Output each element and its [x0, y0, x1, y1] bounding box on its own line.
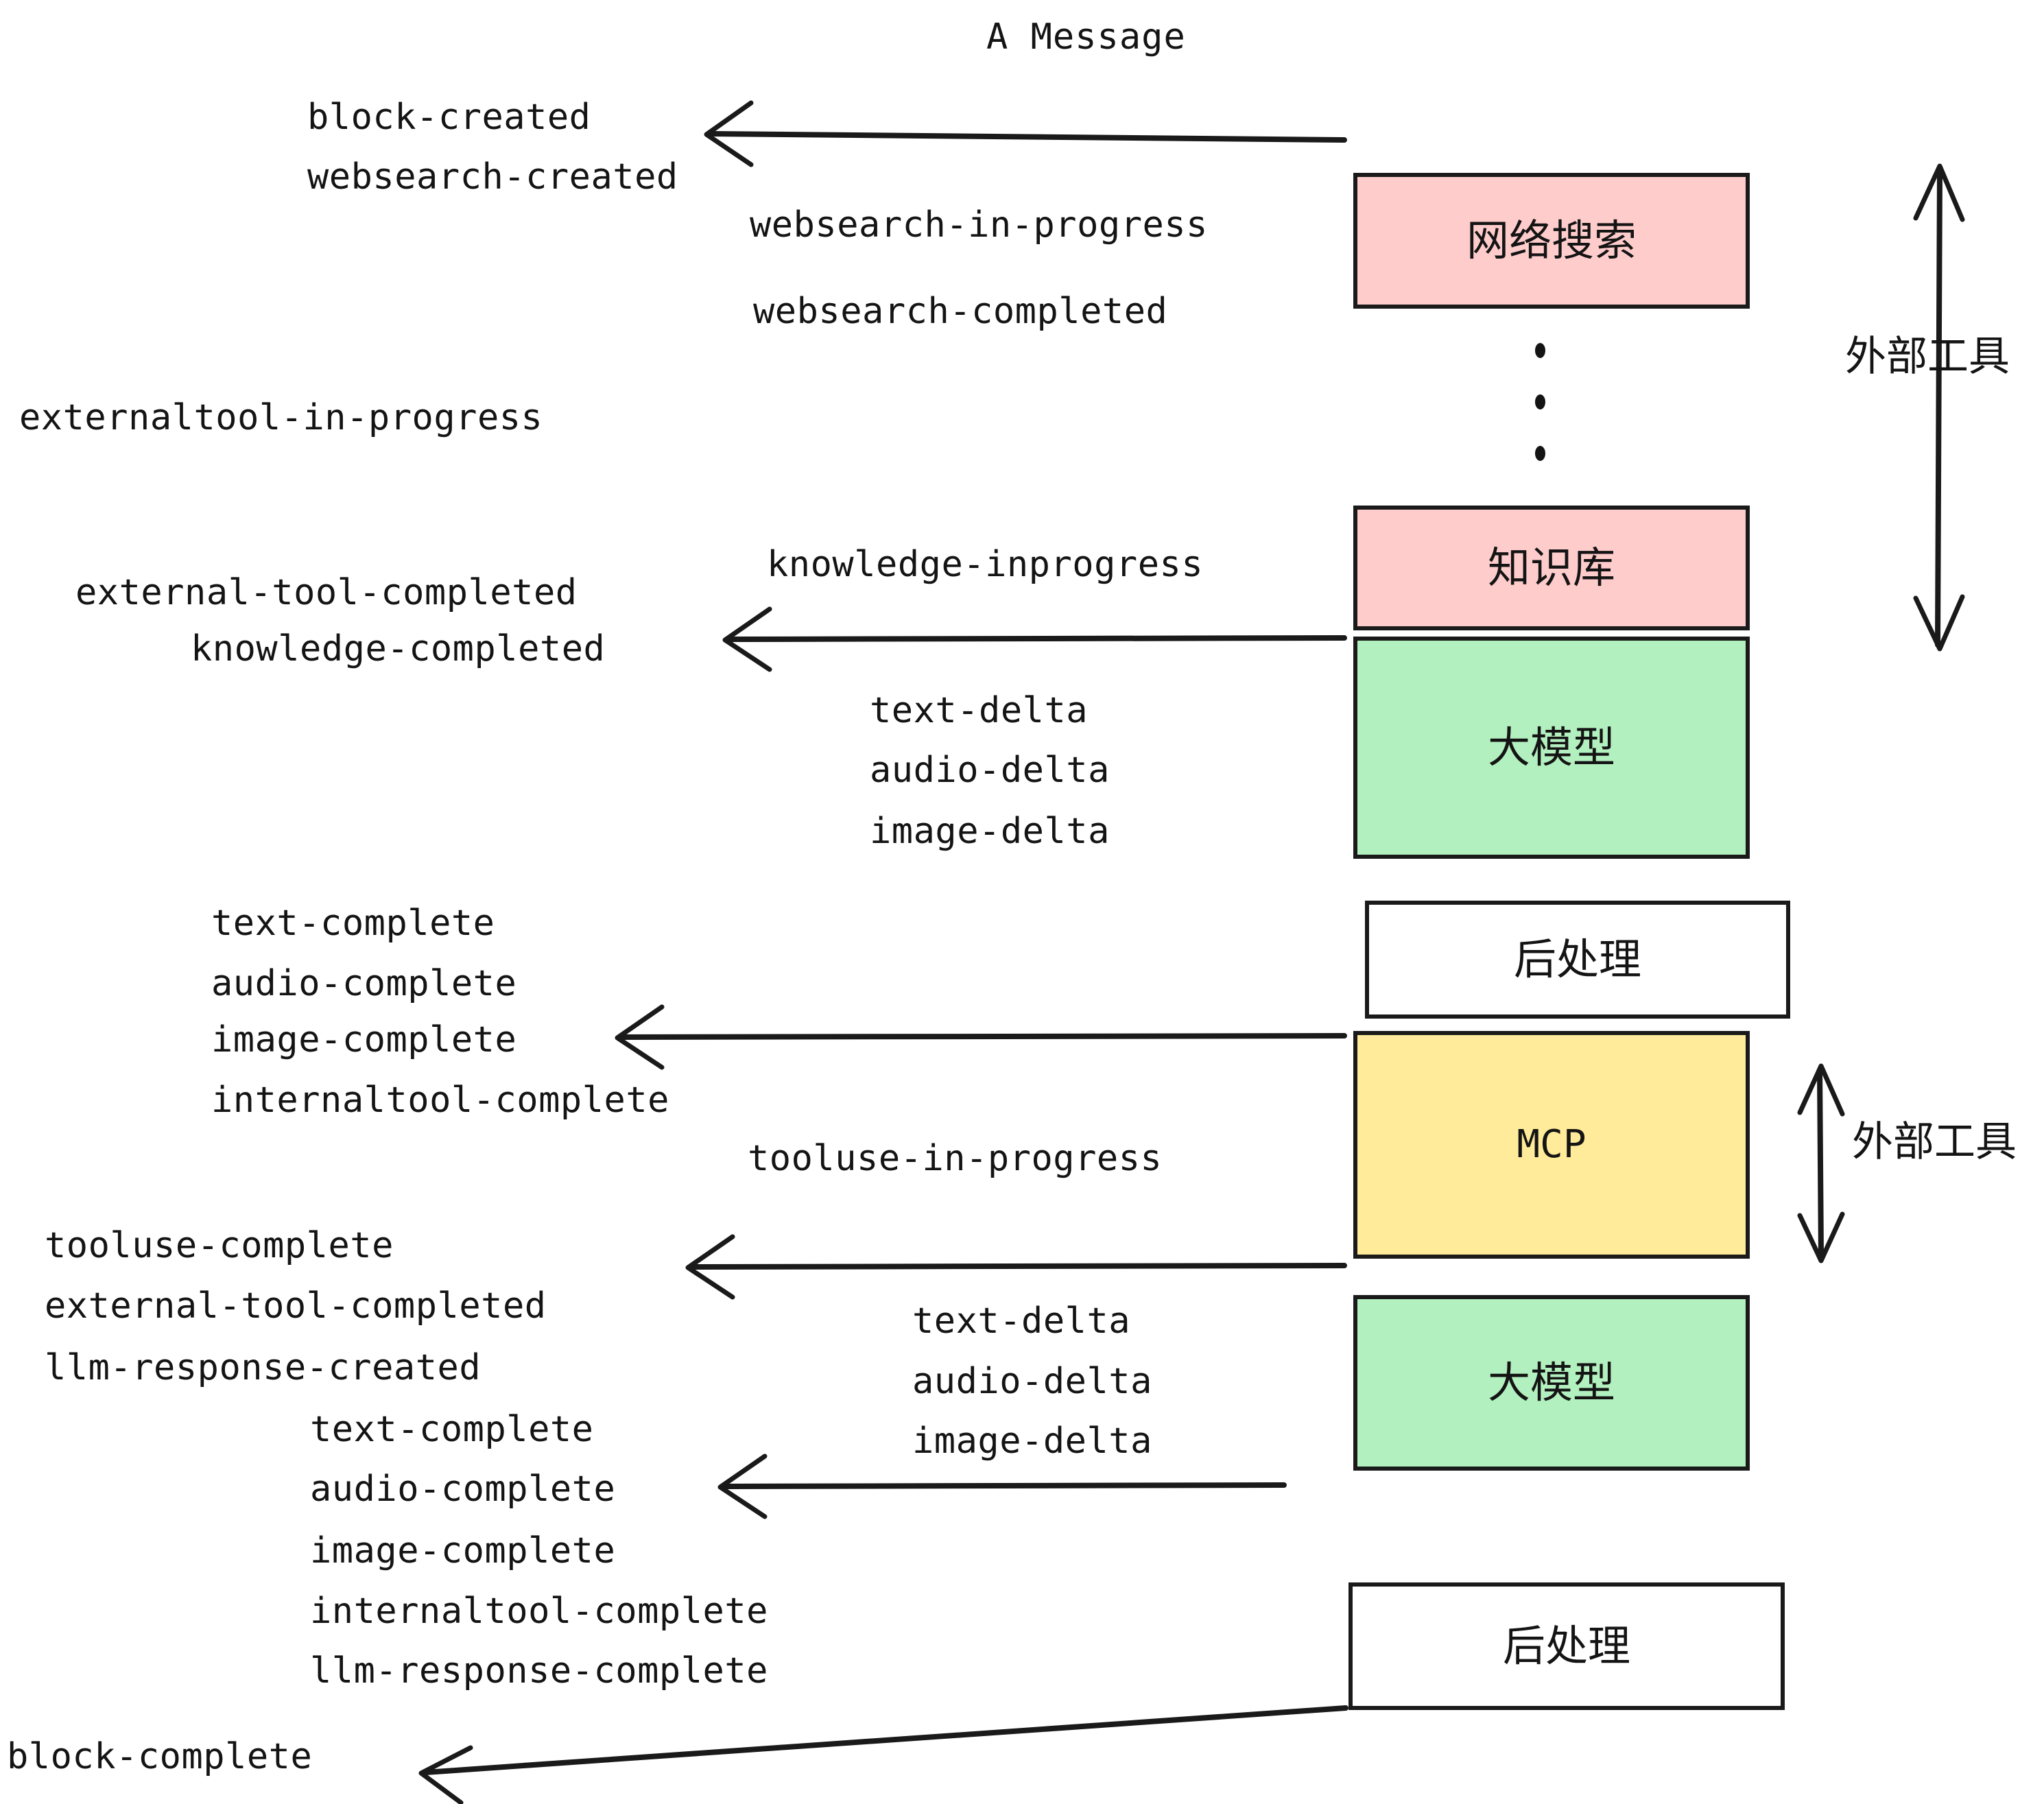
event-knowledge-completed: knowledge-completed — [191, 628, 606, 669]
event-external-tool-completed-1: external-tool-completed — [75, 572, 578, 613]
ellipsis-dot — [1534, 394, 1545, 410]
box-postprocess-top-label: 后处理 — [1513, 934, 1641, 984]
event-tooluse-in-progress: tooluse-in-progress — [748, 1138, 1163, 1179]
event-text-delta-2: text-delta — [912, 1301, 1131, 1342]
box-knowledge[interactable]: 知识库 — [1353, 506, 1750, 630]
event-audio-complete-1: audio-complete — [211, 963, 517, 1004]
event-block-created: block-created — [307, 97, 591, 138]
event-knowledge-inprogress: knowledge-inprogress — [767, 544, 1204, 585]
event-websearch-in-progress: websearch-in-progress — [750, 204, 1208, 246]
box-mcp[interactable]: MCP — [1353, 1031, 1750, 1259]
box-postprocess-bottom-label: 后处理 — [1502, 1621, 1630, 1671]
event-websearch-completed: websearch-completed — [753, 291, 1168, 332]
event-audio-complete-2: audio-complete — [310, 1469, 616, 1510]
event-text-complete-2: text-complete — [310, 1409, 594, 1450]
event-text-complete-1: text-complete — [211, 903, 495, 944]
event-internaltool-complete-2: internaltool-complete — [310, 1591, 768, 1632]
ellipsis-dot — [1534, 343, 1545, 358]
ellipsis-dot — [1534, 446, 1545, 461]
vertical-ellipsis — [1533, 343, 1547, 461]
event-audio-delta-2: audio-delta — [912, 1361, 1152, 1402]
diagram-title: A Message — [986, 16, 1186, 58]
label-external-tool-bottom: 外部工具 — [1852, 1118, 2017, 1166]
event-block-complete: block-complete — [7, 1736, 313, 1777]
event-llm-response-created: llm-response-created — [45, 1347, 482, 1388]
event-image-complete-1: image-complete — [211, 1019, 517, 1060]
event-externaltool-in-progress: externaltool-in-progress — [19, 397, 543, 438]
box-llm-top[interactable]: 大模型 — [1353, 637, 1750, 859]
box-llm-top-label: 大模型 — [1487, 722, 1615, 772]
box-websearch[interactable]: 网络搜索 — [1353, 173, 1750, 309]
event-websearch-created: websearch-created — [307, 156, 678, 198]
event-image-delta-1: image-delta — [870, 811, 1110, 852]
box-mcp-label: MCP — [1517, 1122, 1587, 1167]
event-llm-response-complete: llm-response-complete — [310, 1650, 768, 1692]
event-external-tool-completed-2: external-tool-completed — [45, 1285, 547, 1327]
event-audio-delta-1: audio-delta — [870, 750, 1110, 791]
event-image-delta-2: image-delta — [912, 1421, 1152, 1462]
box-postprocess-top[interactable]: 后处理 — [1365, 901, 1790, 1019]
event-internaltool-complete-1: internaltool-complete — [211, 1080, 669, 1121]
event-image-complete-2: image-complete — [310, 1530, 616, 1571]
box-websearch-label: 网络搜索 — [1466, 215, 1637, 265]
box-knowledge-label: 知识库 — [1487, 543, 1615, 593]
box-llm-bottom-label: 大模型 — [1487, 1357, 1615, 1408]
label-external-tool-top: 外部工具 — [1845, 333, 2010, 381]
event-text-delta-1: text-delta — [870, 690, 1089, 731]
event-tooluse-complete: tooluse-complete — [45, 1225, 394, 1266]
box-llm-bottom[interactable]: 大模型 — [1353, 1295, 1750, 1471]
box-postprocess-bottom[interactable]: 后处理 — [1348, 1582, 1785, 1710]
